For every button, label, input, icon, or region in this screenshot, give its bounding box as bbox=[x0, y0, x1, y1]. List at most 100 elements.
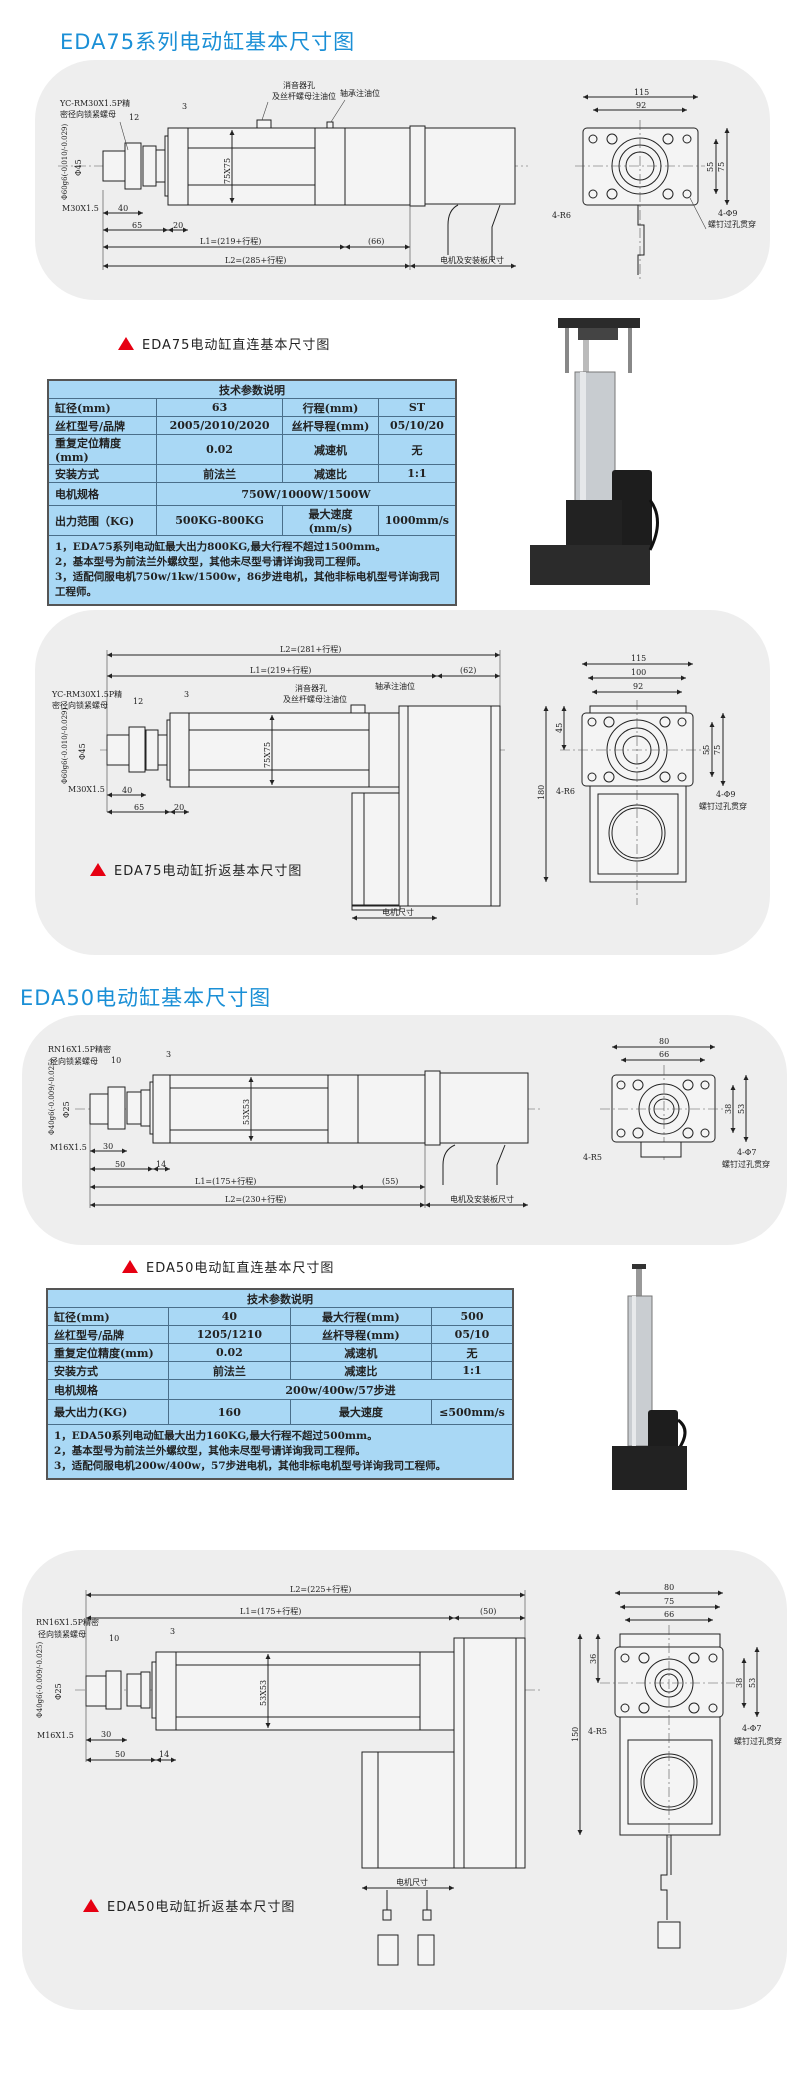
note: 1，EDA75系列电动缸最大出力800KG,最大行程不超过1500mm。 bbox=[55, 541, 386, 553]
dim-label: 45 bbox=[555, 723, 564, 733]
dim-label: YC-RM30X1.5P精 bbox=[59, 98, 130, 108]
dim-label: L2=(230+行程) bbox=[225, 1194, 286, 1204]
dim-label: (62) bbox=[460, 666, 476, 675]
dim-label: 12 bbox=[133, 697, 143, 706]
cell: 前法兰 bbox=[168, 1361, 291, 1380]
dim-label: L1=(175+行程) bbox=[195, 1176, 256, 1186]
dim-label: 14 bbox=[159, 1750, 169, 1759]
dim-label: 螺钉过孔贯穿 bbox=[734, 1736, 782, 1746]
dim-label: 4-Φ9 bbox=[716, 790, 735, 799]
dim-label: M16X1.5 bbox=[37, 1731, 74, 1740]
dim-label: 消音器孔 bbox=[295, 683, 327, 693]
dim-label: Φ40g6(-0.009/-0.025) bbox=[36, 1642, 44, 1718]
dim-label: 12 bbox=[129, 113, 139, 122]
dim-label: 180 bbox=[537, 785, 546, 800]
dim-label: 55 bbox=[702, 745, 711, 755]
dim-label: L1=(219+行程) bbox=[250, 665, 311, 675]
note: 2，基本型号为前法兰外螺纹型，其他未尽型号请详询我司工程师。 bbox=[54, 1445, 366, 1457]
dim-label: 轴承注油位 bbox=[375, 681, 415, 691]
dim-label: M30X1.5 bbox=[62, 204, 99, 213]
dim-label: 10 bbox=[111, 1056, 121, 1065]
cell: 500KG-800KG bbox=[155, 505, 284, 536]
cell: 出力范围（KG) bbox=[47, 505, 157, 536]
eda50-fold-side-view: L2=(225+行程) L1=(175+行程) (50) RN16X1.5P精密… bbox=[36, 1584, 540, 1966]
dim-label: Φ25 bbox=[62, 1101, 71, 1118]
dim-label: 螺钉过孔贯穿 bbox=[708, 219, 756, 229]
note: 3，适配伺服电机200w/400w，57步进电机，其他非标电机型号详询我司工程师… bbox=[54, 1460, 447, 1472]
dim-label: 66 bbox=[664, 1610, 674, 1619]
cell: 缸径(mm) bbox=[47, 398, 157, 417]
dim-label: L2=(281+行程) bbox=[280, 644, 341, 654]
dim-label: 4-Φ7 bbox=[737, 1148, 756, 1157]
dim-label: 螺钉过孔贯穿 bbox=[722, 1159, 770, 1169]
cell: 2005/2010/2020 bbox=[155, 416, 284, 435]
caption-eda50-direct: EDA50电动缸直连基本尺寸图 bbox=[122, 1257, 334, 1276]
dim-label: 4-Φ7 bbox=[742, 1724, 761, 1733]
triangle-icon bbox=[122, 1260, 138, 1273]
dim-label: 92 bbox=[633, 682, 643, 691]
dim-label: 75X75 bbox=[263, 742, 272, 768]
dim-label: 及丝杆螺母注油位 bbox=[283, 694, 347, 704]
dim-label: 75X75 bbox=[223, 158, 232, 184]
eda50-direct-side-view: RN16X1.5P精密 径向锁紧螺母 10 3 Φ40g6(-0.009/-0.… bbox=[48, 1044, 540, 1208]
eda50-direct-end-view: 80 66 38 53 4-R5 4-Φ7 螺钉过孔贯穿 bbox=[583, 1037, 770, 1169]
cell: 05/10/20 bbox=[377, 416, 457, 435]
caption-text: EDA75电动缸直连基本尺寸图 bbox=[142, 338, 331, 353]
dim-label: 53 bbox=[737, 1104, 746, 1114]
caption-text: EDA50电动缸直连基本尺寸图 bbox=[146, 1261, 335, 1276]
cell: 安装方式 bbox=[47, 464, 157, 483]
cell: 最大速度 bbox=[289, 1399, 433, 1425]
dim-label: 36 bbox=[589, 1654, 598, 1664]
table-notes: 1，EDA75系列电动缸最大出力800KG,最大行程不超过1500mm。2，基本… bbox=[47, 535, 457, 606]
triangle-icon bbox=[118, 337, 134, 350]
dim-label: (55) bbox=[382, 1177, 398, 1186]
cell: 行程(mm) bbox=[282, 398, 379, 417]
dim-label: 电机及安装板尺寸 bbox=[440, 255, 504, 265]
cell: 最大速度(mm/s) bbox=[282, 505, 379, 536]
dim-label: Φ45 bbox=[74, 159, 83, 176]
dim-label: 80 bbox=[664, 1583, 674, 1592]
dim-label: 38 bbox=[735, 1678, 744, 1688]
dim-label: 20 bbox=[173, 221, 183, 230]
dim-label: 4-R6 bbox=[556, 787, 575, 796]
dim-label: 65 bbox=[132, 221, 142, 230]
dim-label: 密径向锁紧螺母 bbox=[52, 700, 108, 710]
section-title-eda50: EDA50电动缸基本尺寸图 bbox=[20, 986, 272, 1010]
dim-label: 径向锁紧螺母 bbox=[38, 1629, 86, 1639]
caption-eda75-direct: EDA75电动缸直连基本尺寸图 bbox=[118, 334, 330, 353]
triangle-icon bbox=[83, 1899, 99, 1912]
dim-label: Φ60g6(-0.010/-0.029) bbox=[61, 124, 69, 200]
dim-label: 3 bbox=[184, 690, 189, 699]
dim-label: 38 bbox=[724, 1104, 733, 1114]
dim-label: 消音器孔 bbox=[283, 80, 315, 90]
dim-label: 115 bbox=[631, 654, 646, 663]
product-photo-eda50 bbox=[612, 1264, 687, 1490]
caption-text: EDA50电动缸折返基本尺寸图 bbox=[107, 1900, 296, 1915]
dim-label: 50 bbox=[115, 1160, 125, 1169]
dim-label: 10 bbox=[109, 1634, 119, 1643]
dim-label: 3 bbox=[170, 1627, 175, 1636]
cell: 丝杆导程(mm) bbox=[282, 416, 379, 435]
dim-label: 115 bbox=[634, 88, 649, 97]
dim-label: 3 bbox=[182, 102, 187, 111]
dim-label: L1=(175+行程) bbox=[240, 1606, 301, 1616]
dim-label: 14 bbox=[156, 1160, 166, 1169]
cell: 前法兰 bbox=[155, 464, 284, 483]
dim-label: 53 bbox=[748, 1678, 757, 1688]
cell: 500 bbox=[431, 1307, 514, 1326]
eda50-fold-end-view: 80 75 66 36 38 53 150 4-R5 4-Φ7 螺钉过孔贯穿 bbox=[571, 1583, 782, 1949]
dim-label: 65 bbox=[134, 803, 144, 812]
eda75-fold-end-view: 115 100 92 45 55 75 180 4-R6 4-Φ9 螺钉过孔贯穿 bbox=[537, 654, 747, 905]
dim-label: RN16X1.5P精密 bbox=[48, 1044, 111, 1054]
dim-label: 螺钉过孔贯穿 bbox=[699, 801, 747, 811]
dim-label: (66) bbox=[368, 237, 384, 246]
dim-label: M16X1.5 bbox=[50, 1143, 87, 1152]
dim-label: 80 bbox=[659, 1037, 669, 1046]
dim-label: 66 bbox=[659, 1050, 669, 1059]
